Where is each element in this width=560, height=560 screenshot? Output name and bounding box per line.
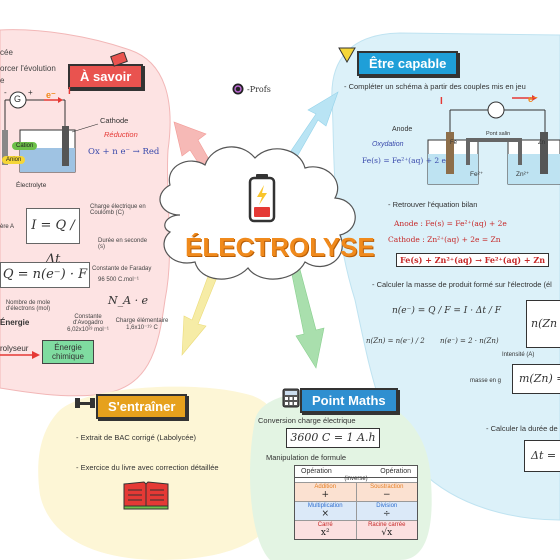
cation-badge: Cation — [12, 142, 38, 150]
pin-icon — [110, 52, 128, 67]
formula-intensity: I = Q / Δt — [26, 208, 80, 267]
formula-charge: Q = n(e⁻) · F — [0, 262, 90, 288]
electrolyte-label: Électrolyte — [16, 182, 47, 189]
cathode-label: Cathode — [100, 116, 129, 125]
a-savoir-clip-3: e — [0, 76, 5, 85]
s-entrainer-item-1: - Extrait de BAC corrigé (Labolycée) — [76, 433, 197, 442]
a-savoir-clip-2: orcer l'évolution — [0, 64, 56, 73]
anion-badge: Anion — [2, 156, 26, 164]
inverse-symbol: ÷ — [382, 509, 391, 519]
logo-text: -Profs — [247, 84, 271, 94]
s-entrainer-region — [38, 386, 287, 560]
arrow-right-icon — [0, 351, 40, 359]
NA-e: N_A · e — [108, 294, 149, 307]
zn-label: Zn — [538, 140, 546, 146]
ec-electron-label: e⁻ — [528, 94, 538, 104]
faraday-label: Constante de Faraday — [92, 266, 152, 272]
charge-label: Charge électrique en Coulomb (C) — [90, 204, 146, 216]
operation-symbol: + — [321, 490, 330, 500]
fe-label: Fe — [450, 140, 458, 146]
delta-t-box: Δt = — [524, 440, 560, 472]
operations-table: Opération Opération (inverse) Addition+ S… — [294, 465, 418, 540]
avogadro-label: Constante d'Avogadro 6,02x10²³ mol⁻¹ — [67, 314, 109, 333]
operation-name: Addition — [314, 484, 337, 490]
anode-label: Anode — [392, 126, 413, 133]
etre-item-3: - Calculer la masse de produit formé sur… — [372, 280, 552, 289]
inverse-name: Division — [376, 503, 398, 509]
inverse-name: Soustraction — [370, 484, 404, 490]
mZn-box: m(Zn) = — [512, 364, 560, 394]
G-label: G — [14, 94, 22, 104]
nZn-formula: n(Zn) = n(e⁻) / 2 — [366, 337, 425, 345]
inverse-symbol: − — [382, 490, 391, 500]
reduction-equation: Ox + n e⁻ → Red — [88, 147, 160, 157]
operation-row: Addition+ Soustraction− — [295, 482, 417, 501]
operation-name: Carré — [317, 522, 333, 528]
bilan-equation: Fe(s) + Zn²⁺(aq) → Fe²⁺(aq) + Zn — [396, 253, 550, 267]
battery-icon — [248, 174, 276, 223]
clip-ere-A: ère A — [0, 224, 15, 230]
s-entrainer-item-2: - Exercice du livre avec correction déta… — [76, 463, 219, 472]
oxydation-label: Oxydation — [372, 141, 404, 148]
etre-item-1: - Compléter un schéma à partir des coupl… — [344, 82, 526, 91]
duree-label: Durée en seconde (s) — [98, 238, 148, 250]
intensite-label: Intensité (A) — [502, 352, 535, 358]
operation-row: Multiplication× Division÷ — [295, 501, 417, 520]
pont-salin-label: Pont salin — [486, 131, 511, 137]
current-I-label: I — [68, 86, 71, 97]
a-savoir-clip-1: cée — [0, 48, 13, 57]
reduction-label: Réduction — [104, 130, 138, 139]
ne-formula: n(e⁻) = Q / F = I · Δt / F — [392, 306, 502, 316]
etre-capable-banner: Être capable — [357, 51, 459, 76]
operation-symbol: × — [321, 509, 330, 519]
conv-formula-box: 3600 C = 1 A.h — [286, 428, 380, 448]
main-title: ÉLECTROLYSE — [185, 232, 375, 262]
calculator-icon — [282, 388, 300, 408]
inverse-symbol: √x — [381, 528, 393, 538]
nZn-box: n(Zn — [526, 300, 560, 348]
book-icon — [123, 481, 169, 510]
cathode-equation: Cathode : Zn²⁺(aq) + 2e = Zn — [388, 235, 501, 244]
charge-elem-label: Charge élémentaire 1,6x10⁻¹⁹ C — [115, 318, 169, 331]
check-triangle-icon — [338, 47, 356, 64]
faraday-value: 96 500 C.mol⁻¹ — [98, 277, 139, 283]
arrow-to-point-maths — [289, 261, 325, 369]
energie-clip: Énergie — [0, 318, 30, 327]
cell-schema-diagram — [427, 95, 560, 185]
conv-title: Conversion charge électrique — [258, 416, 356, 425]
op-header: Opération — [301, 468, 332, 475]
oxydation-equation: Fe(s) = Fe²⁺(aq) + 2 e — [362, 156, 446, 165]
plus-label: + — [28, 88, 33, 97]
anode-equation: Anode : Fe(s) = Fe²⁺(aq) + 2e — [394, 219, 507, 228]
inverse-label: (inverse) — [344, 476, 368, 482]
manip-title: Manipulation de formule — [266, 453, 347, 462]
operation-symbol: x² — [320, 528, 330, 538]
energie-chimique-box: Énergie chimique — [42, 340, 94, 364]
op-header-inverse: Opération — [380, 468, 411, 475]
etre-item-2: - Retrouver l'équation bilan — [388, 200, 478, 209]
a-savoir-banner: À savoir — [68, 64, 144, 89]
etre-item-4: - Calculer la durée de — [486, 424, 558, 433]
masse-label: masse en g — [470, 378, 502, 384]
arrow-formula: n(e⁻) = 2 · n(Zn) — [440, 337, 499, 345]
inverse-name: Racine carrée — [368, 522, 406, 528]
electrolysis-cell-diagram — [2, 91, 99, 173]
logo: -Profs — [232, 83, 271, 95]
zn2-label: Zn²⁺ — [516, 171, 530, 178]
point-maths-banner: Point Maths — [300, 388, 398, 413]
rolyseur-clip: rolyseur — [0, 344, 29, 353]
fe2-label: Fe²⁺ — [470, 171, 484, 178]
nb-moles-label: Nombre de mole d'électrons (mol) — [5, 300, 51, 312]
ec-I-label: I — [440, 96, 443, 107]
electron-label: e⁻ — [46, 90, 56, 100]
operation-name: Multiplication — [307, 503, 343, 509]
logo-spiral-icon — [232, 83, 244, 95]
dumbbell-icon — [75, 398, 95, 408]
s-entrainer-banner: S'entraîner — [96, 394, 188, 419]
minus-label: - — [4, 88, 7, 97]
